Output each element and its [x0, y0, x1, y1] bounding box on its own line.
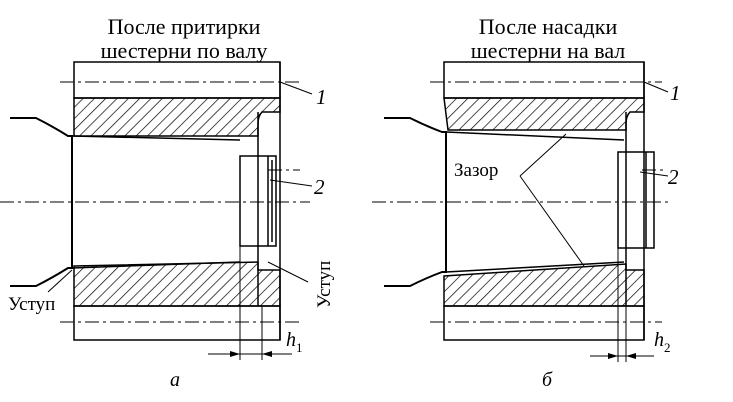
labels: После притирки шестерни по валу 1 2 Усту… — [8, 14, 681, 391]
figure-b-dashed — [372, 81, 672, 323]
nut-a — [239, 155, 277, 247]
shaft-a — [10, 117, 73, 287]
dim-a-label: h1 — [286, 329, 303, 355]
gear-b-bottom-band — [443, 305, 645, 341]
ledge-label-right: Уступ — [314, 261, 335, 308]
callout-a-2: 2 — [314, 175, 325, 199]
shaft-b — [384, 117, 447, 287]
figure-a-dashed — [0, 81, 310, 323]
title-a-line2: шестерни по валу — [101, 38, 268, 63]
title-b-line1: После насадки — [479, 14, 618, 39]
dim-b-label: h2 — [654, 329, 671, 355]
shaft-b-upper-edge — [445, 131, 625, 141]
gear-a-bottom-band — [73, 305, 281, 341]
callout-b-1: 1 — [670, 81, 681, 105]
title-a-line1: После притирки — [108, 14, 261, 39]
gap-label: Зазор — [454, 160, 498, 181]
dim-b-arrow-left — [608, 353, 618, 359]
title-b-line2: шестерни на вал — [471, 38, 626, 63]
figure-a-leaders — [47, 81, 313, 360]
figure-b-leaders — [519, 81, 669, 362]
gear-b-top-band — [443, 61, 645, 99]
ledge-label-bottom: Уступ — [8, 294, 55, 315]
callout-b-2: 2 — [668, 165, 679, 189]
figure-b — [384, 61, 655, 341]
gear-a-top-band — [73, 61, 281, 99]
gear-a-hub-bottom — [73, 261, 281, 307]
dim-a-arrow-right — [262, 351, 272, 357]
callout-a-1: 1 — [316, 85, 327, 109]
figure-a — [10, 61, 281, 341]
nut-b — [617, 151, 655, 249]
dim-a-arrow-left — [230, 351, 240, 357]
gear-b-hub-top — [443, 97, 645, 131]
caption-b: б — [542, 369, 553, 391]
shaft-b-lower-edge — [445, 261, 625, 273]
caption-a: а — [170, 369, 180, 391]
gear-a-hub-top — [73, 97, 281, 137]
dim-b-arrow-right — [626, 353, 636, 359]
